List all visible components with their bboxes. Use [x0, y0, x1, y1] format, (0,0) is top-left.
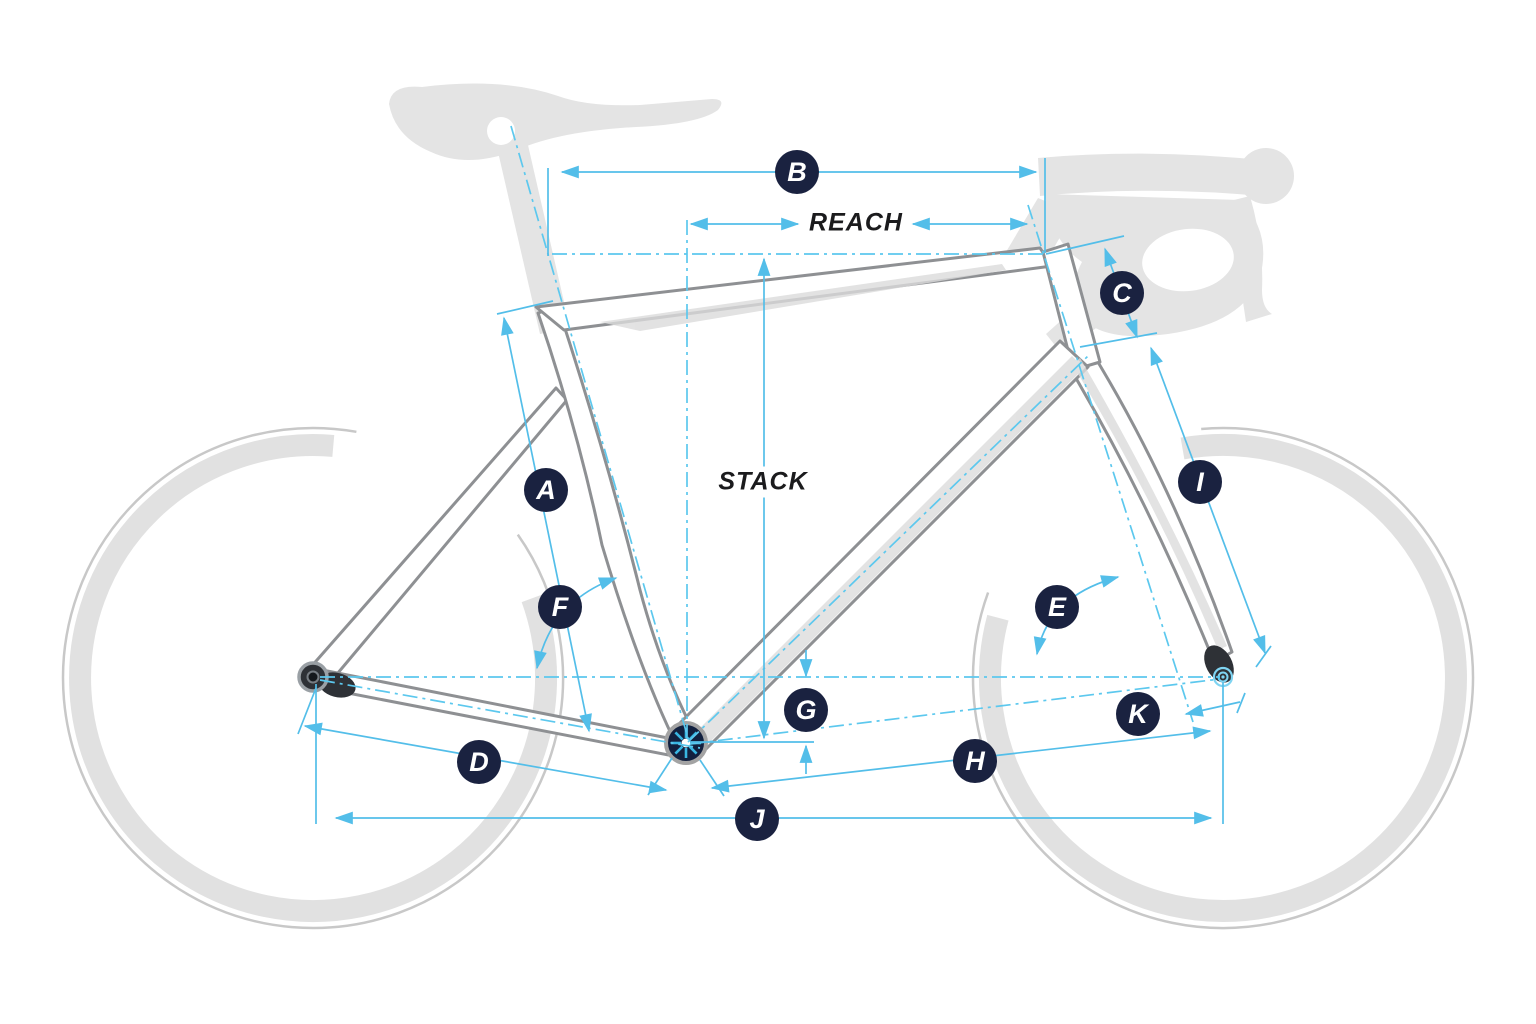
drop-bar-opening	[1142, 228, 1234, 292]
front-dropout	[1204, 645, 1234, 688]
rear-dropout	[297, 661, 356, 698]
down-tube-shading	[688, 356, 1084, 752]
label-badge-c: C	[1100, 271, 1144, 315]
saddle-clamp-hole	[487, 117, 515, 145]
label-badge-g: G	[784, 688, 828, 732]
stack-label: STACK	[711, 466, 815, 498]
saddle-seatpost-silhouette	[389, 83, 722, 334]
tick-bb-right	[699, 759, 725, 797]
bottom-bracket-icon	[664, 721, 708, 765]
saddle-silhouette	[389, 83, 722, 161]
label-badge-f: F	[538, 585, 582, 629]
rear-axle-center	[306, 670, 320, 684]
front-axle-center	[1221, 675, 1225, 679]
top-tube	[534, 246, 1054, 332]
handlebar-hand-silhouette	[1006, 148, 1294, 354]
label-badge-d: D	[457, 740, 501, 784]
seat-tube	[536, 305, 698, 750]
front-rim-arc	[978, 433, 1467, 922]
ext-seat-cluster	[496, 300, 554, 315]
tick-fork-offset	[1236, 692, 1246, 714]
label-badge-b: B	[775, 150, 819, 194]
label-badge-i: I	[1178, 460, 1222, 504]
ext-headtube-top	[1045, 235, 1125, 255]
head-tube	[1041, 242, 1102, 372]
label-badge-h: H	[953, 739, 997, 783]
seat-tube-axis	[510, 125, 691, 746]
top-tube-shading	[600, 264, 1006, 331]
reach-label: REACH	[809, 208, 903, 237]
tick-fork-bottom	[1255, 645, 1272, 668]
down-tube-axis	[687, 355, 1089, 743]
dimension-line-k	[1184, 701, 1241, 717]
hand-silhouette	[1238, 148, 1294, 204]
ext-headtube-bottom	[1079, 332, 1158, 348]
bar-top-silhouette	[1038, 153, 1273, 197]
label-badge-e: E	[1035, 585, 1079, 629]
label-badge-a: A	[524, 468, 568, 512]
seatpost-silhouette	[492, 119, 570, 334]
tick-rear-axle	[297, 687, 317, 735]
label-badge-j: J	[735, 797, 779, 841]
chain-stay	[310, 666, 686, 760]
label-badge-k: K	[1116, 692, 1160, 736]
